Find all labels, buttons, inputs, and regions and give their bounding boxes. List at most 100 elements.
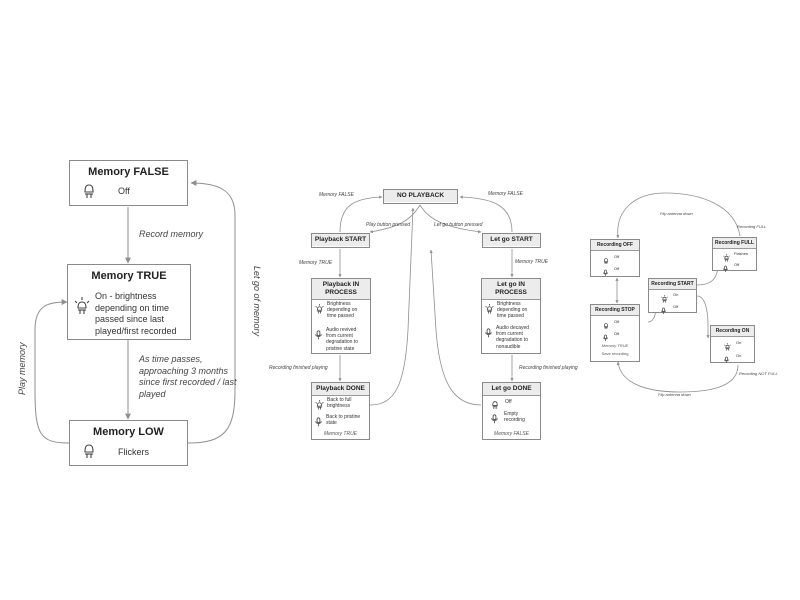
arrow-letgo-start-to-noplayback	[459, 195, 513, 233]
microphone-icon	[603, 329, 608, 347]
bulb-on-icon	[74, 297, 90, 320]
light-text: Off	[614, 319, 620, 324]
label-let-go-memory: Let go of memory	[252, 266, 262, 337]
state-title: Memory LOW	[70, 421, 187, 442]
state-title: Recording ON	[711, 326, 754, 337]
light-text: Back to full brightness	[327, 397, 352, 410]
light-text: Flashes	[734, 251, 749, 256]
state-recording-start: Recording START On Off	[648, 278, 697, 314]
state-title: Recording STOP	[591, 305, 639, 316]
arrow-playback-start-to-noplayback	[339, 195, 383, 233]
bulb-on-icon	[315, 397, 324, 415]
bulb-on-icon	[661, 290, 668, 308]
label-play-button-pressed: Play button pressed	[366, 222, 411, 228]
state-playback-in-process: Playback IN PROCESS Brightness depending…	[311, 278, 371, 354]
light-text: Off	[614, 254, 620, 259]
state-title: Let go START	[483, 234, 540, 246]
microphone-icon	[724, 351, 729, 369]
label-recording-full: Recording FULL	[737, 224, 767, 229]
state-footer: Memory FALSE	[494, 431, 529, 437]
label-memory-false-left: Memory FALSE	[319, 192, 354, 198]
label-record-memory: Record memory	[139, 229, 204, 239]
light-text: On	[673, 292, 679, 297]
light-text: Brightness depending on time passed	[327, 301, 358, 320]
audio-text: Back to pristine state	[326, 414, 361, 427]
state-footer: Memory TRUE	[323, 431, 358, 437]
state-footer-save: Save recording	[601, 351, 629, 356]
microphone-icon	[723, 260, 728, 278]
audio-text: Empty recording	[504, 411, 525, 424]
label-memory-true-right: Memory TRUE	[515, 259, 549, 265]
bulb-on-icon	[485, 301, 494, 319]
audio-text: On	[736, 353, 742, 358]
state-title: NO PLAYBACK	[384, 190, 457, 202]
microphone-icon	[315, 414, 322, 432]
state-text: On - brightness depending on time passed…	[95, 291, 177, 336]
microphone-icon	[485, 325, 492, 343]
bulb-on-icon	[315, 301, 324, 319]
state-title: Recording START	[649, 279, 696, 290]
bulb-off-icon	[491, 397, 499, 415]
bulb-off-icon	[603, 317, 609, 335]
bulb-off-icon	[603, 252, 609, 270]
state-playback-start: Playback START	[311, 233, 370, 248]
audio-text: Off	[614, 266, 620, 271]
state-title: Memory TRUE	[68, 265, 190, 286]
arrow-start-to-on	[696, 295, 710, 339]
audio-text: Off	[614, 331, 620, 336]
arrow-low-to-true	[34, 299, 70, 444]
arrow-letgo-done-to-noplayback	[429, 249, 482, 406]
state-memory-true: Memory TRUE On - brightness depending on…	[67, 264, 191, 340]
state-title: Recording FULL	[713, 238, 756, 249]
arrow-low-to-false	[187, 180, 236, 444]
arrow-noplayback-to-playback-start	[369, 204, 421, 234]
state-title: Playback START	[312, 234, 369, 246]
state-letgo-in-process: Let go IN PROCESS Brightness depending o…	[481, 278, 541, 354]
label-memory-true-left: Memory TRUE	[299, 260, 333, 266]
state-playback-done: Playback DONE Back to full brightness Ba…	[311, 382, 370, 440]
microphone-icon	[315, 327, 322, 345]
label-let-go-button-pressed: Let go button pressed	[434, 222, 483, 228]
arrow-full-to-off	[616, 192, 741, 239]
microphone-icon	[603, 264, 608, 282]
state-recording-on: Recording ON On On	[710, 325, 755, 363]
state-text: Off	[118, 186, 130, 196]
label-time-passes: As time passes, approaching 3 months sin…	[139, 354, 237, 399]
state-recording-stop: Recording STOP Off Off Memory TRUE Save …	[590, 304, 640, 362]
microphone-icon	[661, 302, 666, 320]
state-title: Let go IN PROCESS	[482, 279, 540, 300]
state-letgo-done: Let go DONE Off Empty recording Memory F…	[482, 382, 541, 440]
microphone-icon	[491, 411, 498, 429]
audio-text: Audio decayed from current degradation t…	[496, 325, 530, 350]
state-title: Playback DONE	[312, 383, 369, 396]
state-text: Flickers	[118, 447, 149, 457]
label-flip-antenna-down-bottom: Flip antenna down	[658, 392, 691, 397]
state-title: Let go DONE	[483, 383, 540, 396]
state-title: Recording OFF	[591, 240, 639, 251]
light-text: Off	[505, 399, 512, 405]
light-text: On	[736, 340, 742, 345]
label-recording-finished-right: Recording finished playing	[519, 365, 578, 371]
state-title: Memory FALSE	[70, 161, 187, 182]
state-letgo-start: Let go START	[482, 233, 541, 248]
bulb-on-icon	[723, 249, 730, 267]
label-memory-false-right: Memory FALSE	[488, 191, 523, 197]
label-recording-finished-left: Recording finished playing	[269, 365, 328, 371]
arrow-noplayback-to-letgo-start	[419, 204, 482, 234]
audio-text: Off	[673, 304, 679, 309]
state-recording-off: Recording OFF Off Off	[590, 239, 640, 277]
bulb-off-icon	[82, 183, 96, 204]
state-recording-full: Recording FULL Flashes Off	[712, 237, 757, 272]
light-text: Brightness depending on time passed	[497, 301, 528, 320]
state-memory-low: Memory LOW Flickers	[69, 420, 188, 466]
state-footer-memory: Memory TRUE	[601, 343, 629, 348]
bulb-off-icon	[82, 443, 96, 464]
bulb-on-icon	[724, 338, 731, 356]
audio-text: Audio revived from current degradation t…	[326, 327, 358, 352]
state-title: Playback IN PROCESS	[312, 279, 370, 300]
label-recording-not-full: Recording NOT FULL	[739, 371, 778, 376]
state-memory-false: Memory FALSE Off	[69, 160, 188, 206]
state-no-playback: NO PLAYBACK	[383, 189, 458, 204]
